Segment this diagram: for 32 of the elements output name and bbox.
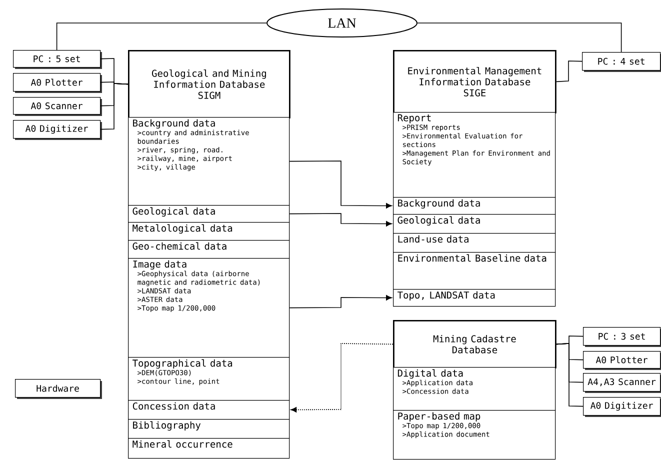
data-section-box: Geological data <box>128 205 290 223</box>
connector <box>56 22 267 50</box>
data-section-box: Topo, LANDSAT data <box>393 289 556 307</box>
data-section-box: Geo-chemical data <box>128 240 290 259</box>
hardware-box: PC : 5 set <box>13 50 102 69</box>
hardware-box: PC : 3 set <box>583 327 661 347</box>
hardware-box: A0 Digitizer <box>583 397 661 417</box>
connector <box>556 343 584 407</box>
connector <box>100 83 128 130</box>
connector <box>289 295 392 308</box>
hardware-box: A0 Digitizer <box>13 120 102 140</box>
data-section-box: Concession data <box>128 400 290 420</box>
hardware-box: A0 Scanner <box>13 97 102 116</box>
hardware-box: PC : 4 set <box>582 52 661 72</box>
connector <box>290 343 394 412</box>
connector <box>556 60 582 82</box>
data-section-box: Land-use data <box>393 233 556 253</box>
hardware-box: A0 Plotter <box>13 73 102 93</box>
data-section-box: Geological data <box>393 214 556 234</box>
hardware-box: Hardware <box>15 379 102 399</box>
connector <box>417 22 622 52</box>
connector <box>289 160 392 208</box>
data-section-box: Bibliography <box>128 419 290 439</box>
hardware-box: A0 Plotter <box>583 351 661 370</box>
hardware-box: A4,A3 Scanner <box>583 373 661 393</box>
data-section-box: Mineral occurrence <box>128 438 290 459</box>
database-header-box: Geological and Mining Information Database SIGM <box>128 50 290 118</box>
database-header-box: Environmental Management Information Database SIGE <box>393 50 556 114</box>
connector <box>289 213 392 226</box>
data-section-box: Metalological data <box>128 222 290 241</box>
database-header-box: Mining Cadastre Database <box>393 320 556 368</box>
data-section-box: Background data <box>393 197 556 215</box>
